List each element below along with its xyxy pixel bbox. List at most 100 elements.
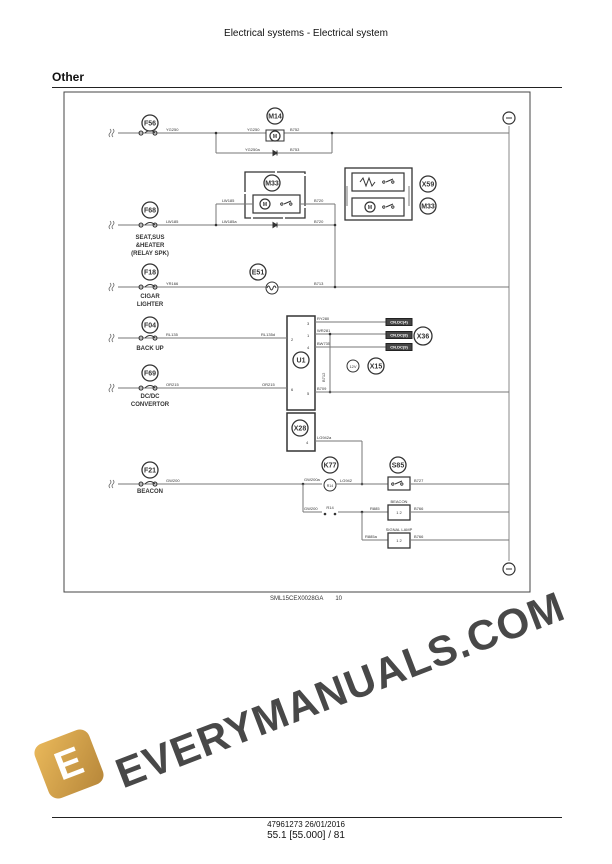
figure-number: 10 <box>335 596 343 602</box>
connector-pin-box <box>385 343 413 351</box>
relay-coil-label: R14 <box>327 484 333 488</box>
fuse-f56-symbol <box>141 114 159 132</box>
motor-icon <box>364 201 376 213</box>
junction-dot <box>328 332 332 336</box>
wire-label: 2 <box>291 337 294 342</box>
fuse-caption: LIGHTER <box>137 302 164 308</box>
fuse-caption: CONVERTOR <box>131 402 170 408</box>
section-title: Other <box>52 70 85 84</box>
wire-label: YG250 <box>166 127 179 132</box>
wire-label: YR166 <box>166 281 179 286</box>
fuse-caption: BACK UP <box>136 346 163 352</box>
connector-x15-symbol <box>367 357 385 375</box>
wire-label: OR215 <box>262 382 275 387</box>
connector-x36-symbol <box>413 326 433 346</box>
connector-pin-label: CN.DC(4) <box>390 320 408 325</box>
wire-label: 4 <box>307 345 310 350</box>
wire-label: 3 <box>307 321 310 326</box>
wire-break-icon <box>108 282 115 292</box>
relay-coil-symbol <box>323 478 337 492</box>
switch-s85-symbol <box>389 456 407 474</box>
wire-label: 5 <box>307 391 310 396</box>
battery-12v-symbol <box>346 359 360 373</box>
motor-icon <box>259 198 271 210</box>
motor-m33-label: M33 <box>421 204 435 211</box>
module-u1-label: U1 <box>297 358 306 365</box>
wire-label: YG250 <box>247 127 260 132</box>
fuse-caption: BEACON <box>137 489 163 495</box>
lamp-name: SIGNAL LAMP <box>386 527 413 532</box>
motor-m33-symbol <box>263 174 281 192</box>
fuse-caption: CIGAR <box>140 294 160 300</box>
wire-break-icon <box>108 333 115 343</box>
divider <box>52 817 562 818</box>
wire-label: WR281 <box>317 328 331 333</box>
junction-dot <box>333 285 337 289</box>
motor-m33-label: M33 <box>265 181 279 188</box>
fuse-f18-symbol <box>141 263 159 281</box>
wire-label: R885a <box>365 534 378 539</box>
wire-label: B720 <box>314 219 324 224</box>
wire-label: LG942a <box>317 435 332 440</box>
connector-x28-symbol <box>291 419 309 437</box>
motor-label: M <box>263 202 267 208</box>
fuse-f68-label: F68 <box>144 208 156 215</box>
wire-label: B713 <box>314 281 324 286</box>
divider <box>52 87 562 88</box>
wire-label: LW185 <box>222 198 235 203</box>
fuse-icon <box>138 481 158 487</box>
wire-label: 4 <box>306 440 309 445</box>
motor-m14-symbol <box>266 107 284 125</box>
wire-label: GW200 <box>166 478 180 483</box>
page-header: Electrical systems - Electrical system <box>224 28 388 39</box>
wire-label: B712 <box>321 372 326 382</box>
junction-dot <box>330 131 334 135</box>
diode-icon <box>272 149 278 157</box>
connector-pin-box <box>385 318 413 326</box>
page-number: 55.1 [55.000] / 81 <box>267 830 345 841</box>
lamp-e51-label: E51 <box>252 270 265 277</box>
motor-m14-label: M14 <box>268 114 282 121</box>
motor-icon <box>269 130 281 142</box>
connector-pin-label: CN.DC(8) <box>390 333 408 338</box>
figure-code: SML15CEX0028GA <box>269 596 324 602</box>
wire-label: LW185 <box>166 219 179 224</box>
pin-numbers: 1 2 <box>396 538 402 543</box>
heater-box <box>351 172 405 192</box>
connector-x59-label: X59 <box>422 182 435 189</box>
connector-x28-label: X28 <box>294 426 307 433</box>
wire-label: RL135 <box>166 332 179 337</box>
fuse-icon <box>138 284 158 290</box>
wire-label: B709 <box>317 386 327 391</box>
motor-label: M <box>368 205 372 211</box>
fuse-caption: (RELAY SPK) <box>131 251 169 257</box>
connector-pin-label: CN.DC(9) <box>390 345 408 350</box>
fuse-f68-symbol <box>141 201 159 219</box>
relay-contact-label: R14 <box>326 505 334 510</box>
connector-x15-label: X15 <box>370 364 383 371</box>
lamp-icon <box>265 281 279 295</box>
fuse-icon <box>138 335 158 341</box>
wire-break-icon <box>108 479 115 489</box>
module-u1-symbol <box>292 351 310 369</box>
fuse-caption: DC/DC <box>141 394 161 400</box>
wire-label: OR215 <box>166 382 179 387</box>
fuse-f21-label: F21 <box>144 468 156 475</box>
connector-x36-label: X36 <box>417 334 430 341</box>
wire-break-icon <box>108 220 115 230</box>
wire-label: B766 <box>414 506 424 511</box>
junction-dot <box>333 512 337 516</box>
fuse-icon <box>138 222 158 228</box>
junction-dot <box>323 512 327 516</box>
wire-label: 6 <box>291 387 294 392</box>
fuse-f56-label: F56 <box>144 121 156 128</box>
heater-icon <box>359 176 376 188</box>
wire-label: B766 <box>414 534 424 539</box>
switch-icon <box>382 203 395 209</box>
wire-label: B727 <box>414 478 424 483</box>
motor-m33-symbol <box>419 197 437 215</box>
document-number: 47961273 26/01/2016 <box>267 820 345 829</box>
switch-icon <box>391 480 404 486</box>
figure-caption: SML15CEX0028GA 10 <box>0 596 612 602</box>
motor-box <box>351 197 405 217</box>
